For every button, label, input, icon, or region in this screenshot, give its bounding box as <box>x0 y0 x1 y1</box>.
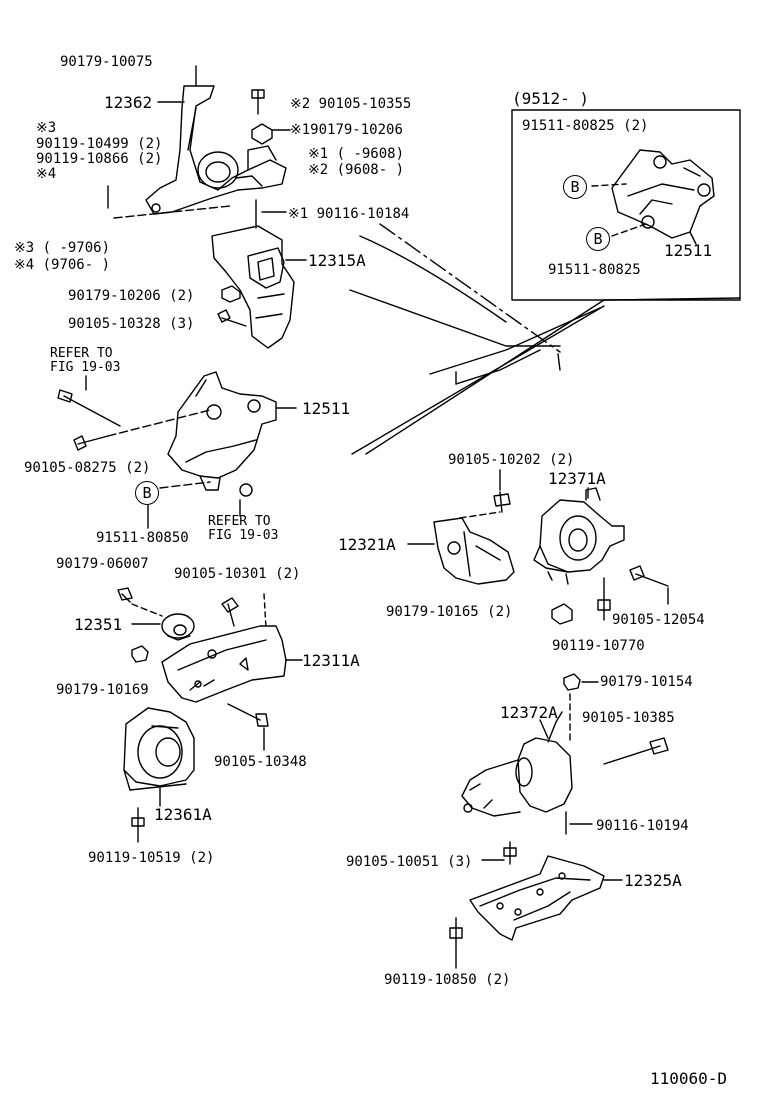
label-90119-10519: 90119-10519 (2) <box>88 850 215 866</box>
bolt-90105-08275 <box>77 435 109 445</box>
nut-90179-10169 <box>131 645 149 663</box>
frame-line-7 <box>365 299 605 455</box>
label-90119-10770: 90119-10770 <box>552 638 645 654</box>
frame-line-4 <box>429 307 601 375</box>
frame-line-3 <box>349 289 561 347</box>
leader-06007 <box>131 603 163 617</box>
inset-leader-b2 <box>611 223 647 237</box>
frame-line-10 <box>455 349 541 385</box>
mount-12361A <box>123 707 195 791</box>
bracket-12511-mid <box>167 371 277 497</box>
bracket-12325A <box>469 855 605 941</box>
bracket-12321A <box>433 517 515 585</box>
label-note-3: ※3 ( -9706) <box>14 240 111 256</box>
label-91511-80850: 91511-80850 <box>96 530 189 546</box>
inset-leader-b1 <box>591 183 627 187</box>
label-12315A: 12315A <box>308 251 366 270</box>
bolt-90105-10385 <box>603 745 661 765</box>
frame-line-2 <box>379 223 561 353</box>
label-refer-top-2: FIG 19-03 <box>50 360 121 375</box>
label-90179-10154: 90179-10154 <box>600 674 693 690</box>
label-note-4: ※4 (9706- ) <box>14 257 111 273</box>
label-90116-10184: ※1 90116-10184 <box>288 206 410 222</box>
mount-12371A <box>533 487 625 585</box>
label-90179-10206-top: ※190179-10206 <box>290 122 403 138</box>
label-note-1: ※1 ( -9608) <box>308 146 405 162</box>
label-90105-10202: 90105-10202 (2) <box>448 452 575 468</box>
frame-line-8 <box>603 297 741 301</box>
bracket-12315A <box>211 225 295 349</box>
label-12362: 12362 <box>104 93 153 112</box>
label-12325A: 12325A <box>624 871 682 890</box>
label-12321A: 12321A <box>338 535 396 554</box>
bracket-12362 <box>145 85 287 215</box>
nut-90179-10206 <box>251 123 273 145</box>
label-inset-date: (9512- ) <box>512 89 590 108</box>
nut-90179-10165 <box>551 603 573 625</box>
label-90179-06007: 90179-06007 <box>56 556 149 572</box>
label-90105-10328: 90105-10328 (3) <box>68 316 195 332</box>
label-12311A: 12311A <box>302 651 360 670</box>
callout-b-inset-bot: B <box>586 227 610 251</box>
mount-12372A <box>461 711 573 817</box>
callout-b-inset-top: B <box>563 175 587 199</box>
leader-12372A <box>539 719 549 739</box>
label-refer-top-1: REFER TO <box>50 346 113 361</box>
inset-leader-12511 <box>689 231 697 245</box>
inset-bracket-12511 <box>611 149 715 239</box>
label-12361A: 12361A <box>154 805 212 824</box>
bolt-90105-10328 <box>221 317 247 327</box>
label-90119-10850: 90119-10850 (2) <box>384 972 511 988</box>
frame-line-9 <box>557 353 561 371</box>
label-12371A: 12371A <box>548 469 606 488</box>
label-note-2: ※2 (9608- ) <box>308 162 405 178</box>
nut-90179-10154 <box>563 673 581 691</box>
label-90116-10194: 90116-10194 <box>596 818 689 834</box>
label-90119-10499: 90119-10499 (2) <box>36 136 163 152</box>
label-90179-10169: 90179-10169 <box>56 682 149 698</box>
bolt-90105-10348 <box>227 703 261 721</box>
leader-10301-dash <box>263 593 267 629</box>
label-90179-10075: 90179-10075 <box>60 54 153 70</box>
label-12511-inset: 12511 <box>664 241 713 260</box>
leader-08275-dash <box>107 409 211 437</box>
bracket-12311A <box>161 625 287 703</box>
leader-b-mid <box>159 481 211 489</box>
label-90105-10385: 90105-10385 <box>582 710 675 726</box>
label-12511-mid: 12511 <box>302 399 351 418</box>
label-91511-80825-top: 91511-80825 (2) <box>522 118 649 134</box>
label-91511-80825-bot: 91511-80825 <box>548 262 641 278</box>
label-mark4-top: ※4 <box>36 166 57 182</box>
label-12351: 12351 <box>74 615 123 634</box>
label-90105-12054: 90105-12054 <box>612 612 705 628</box>
nut-90179-10206-2 <box>221 285 241 303</box>
stud-90179-06007 <box>121 593 131 603</box>
bolt-refer-top <box>63 395 121 427</box>
label-90119-10866: 90119-10866 (2) <box>36 151 163 167</box>
bolt-90105-12054 <box>635 573 669 587</box>
label-mark3-top: ※3 <box>36 120 57 136</box>
leader-stud-top <box>113 205 231 219</box>
label-90105-10348: 90105-10348 <box>214 754 307 770</box>
figure-id: 110060-D <box>650 1069 728 1088</box>
label-12372A: 12372A <box>500 703 558 722</box>
label-90105-08275: 90105-08275 (2) <box>24 460 151 476</box>
label-90105-10051: 90105-10051 (3) <box>346 854 473 870</box>
label-90105-10355: ※2 90105-10355 <box>290 96 412 112</box>
label-90179-10165: 90179-10165 (2) <box>386 604 513 620</box>
label-90105-10301: 90105-10301 (2) <box>174 566 301 582</box>
frame-line-1 <box>359 235 507 323</box>
label-refer-b-1: REFER TO <box>208 514 271 529</box>
label-refer-b-2: FIG 19-03 <box>208 528 279 543</box>
bolt-90105-10301 <box>227 603 235 627</box>
bushing-12351 <box>161 613 195 641</box>
leader-10202-dash <box>459 511 501 519</box>
callout-b-mid: B <box>135 481 159 505</box>
frame-line-6 <box>351 305 605 455</box>
label-90179-10206-2: 90179-10206 (2) <box>68 288 195 304</box>
inset-frame <box>511 109 741 301</box>
